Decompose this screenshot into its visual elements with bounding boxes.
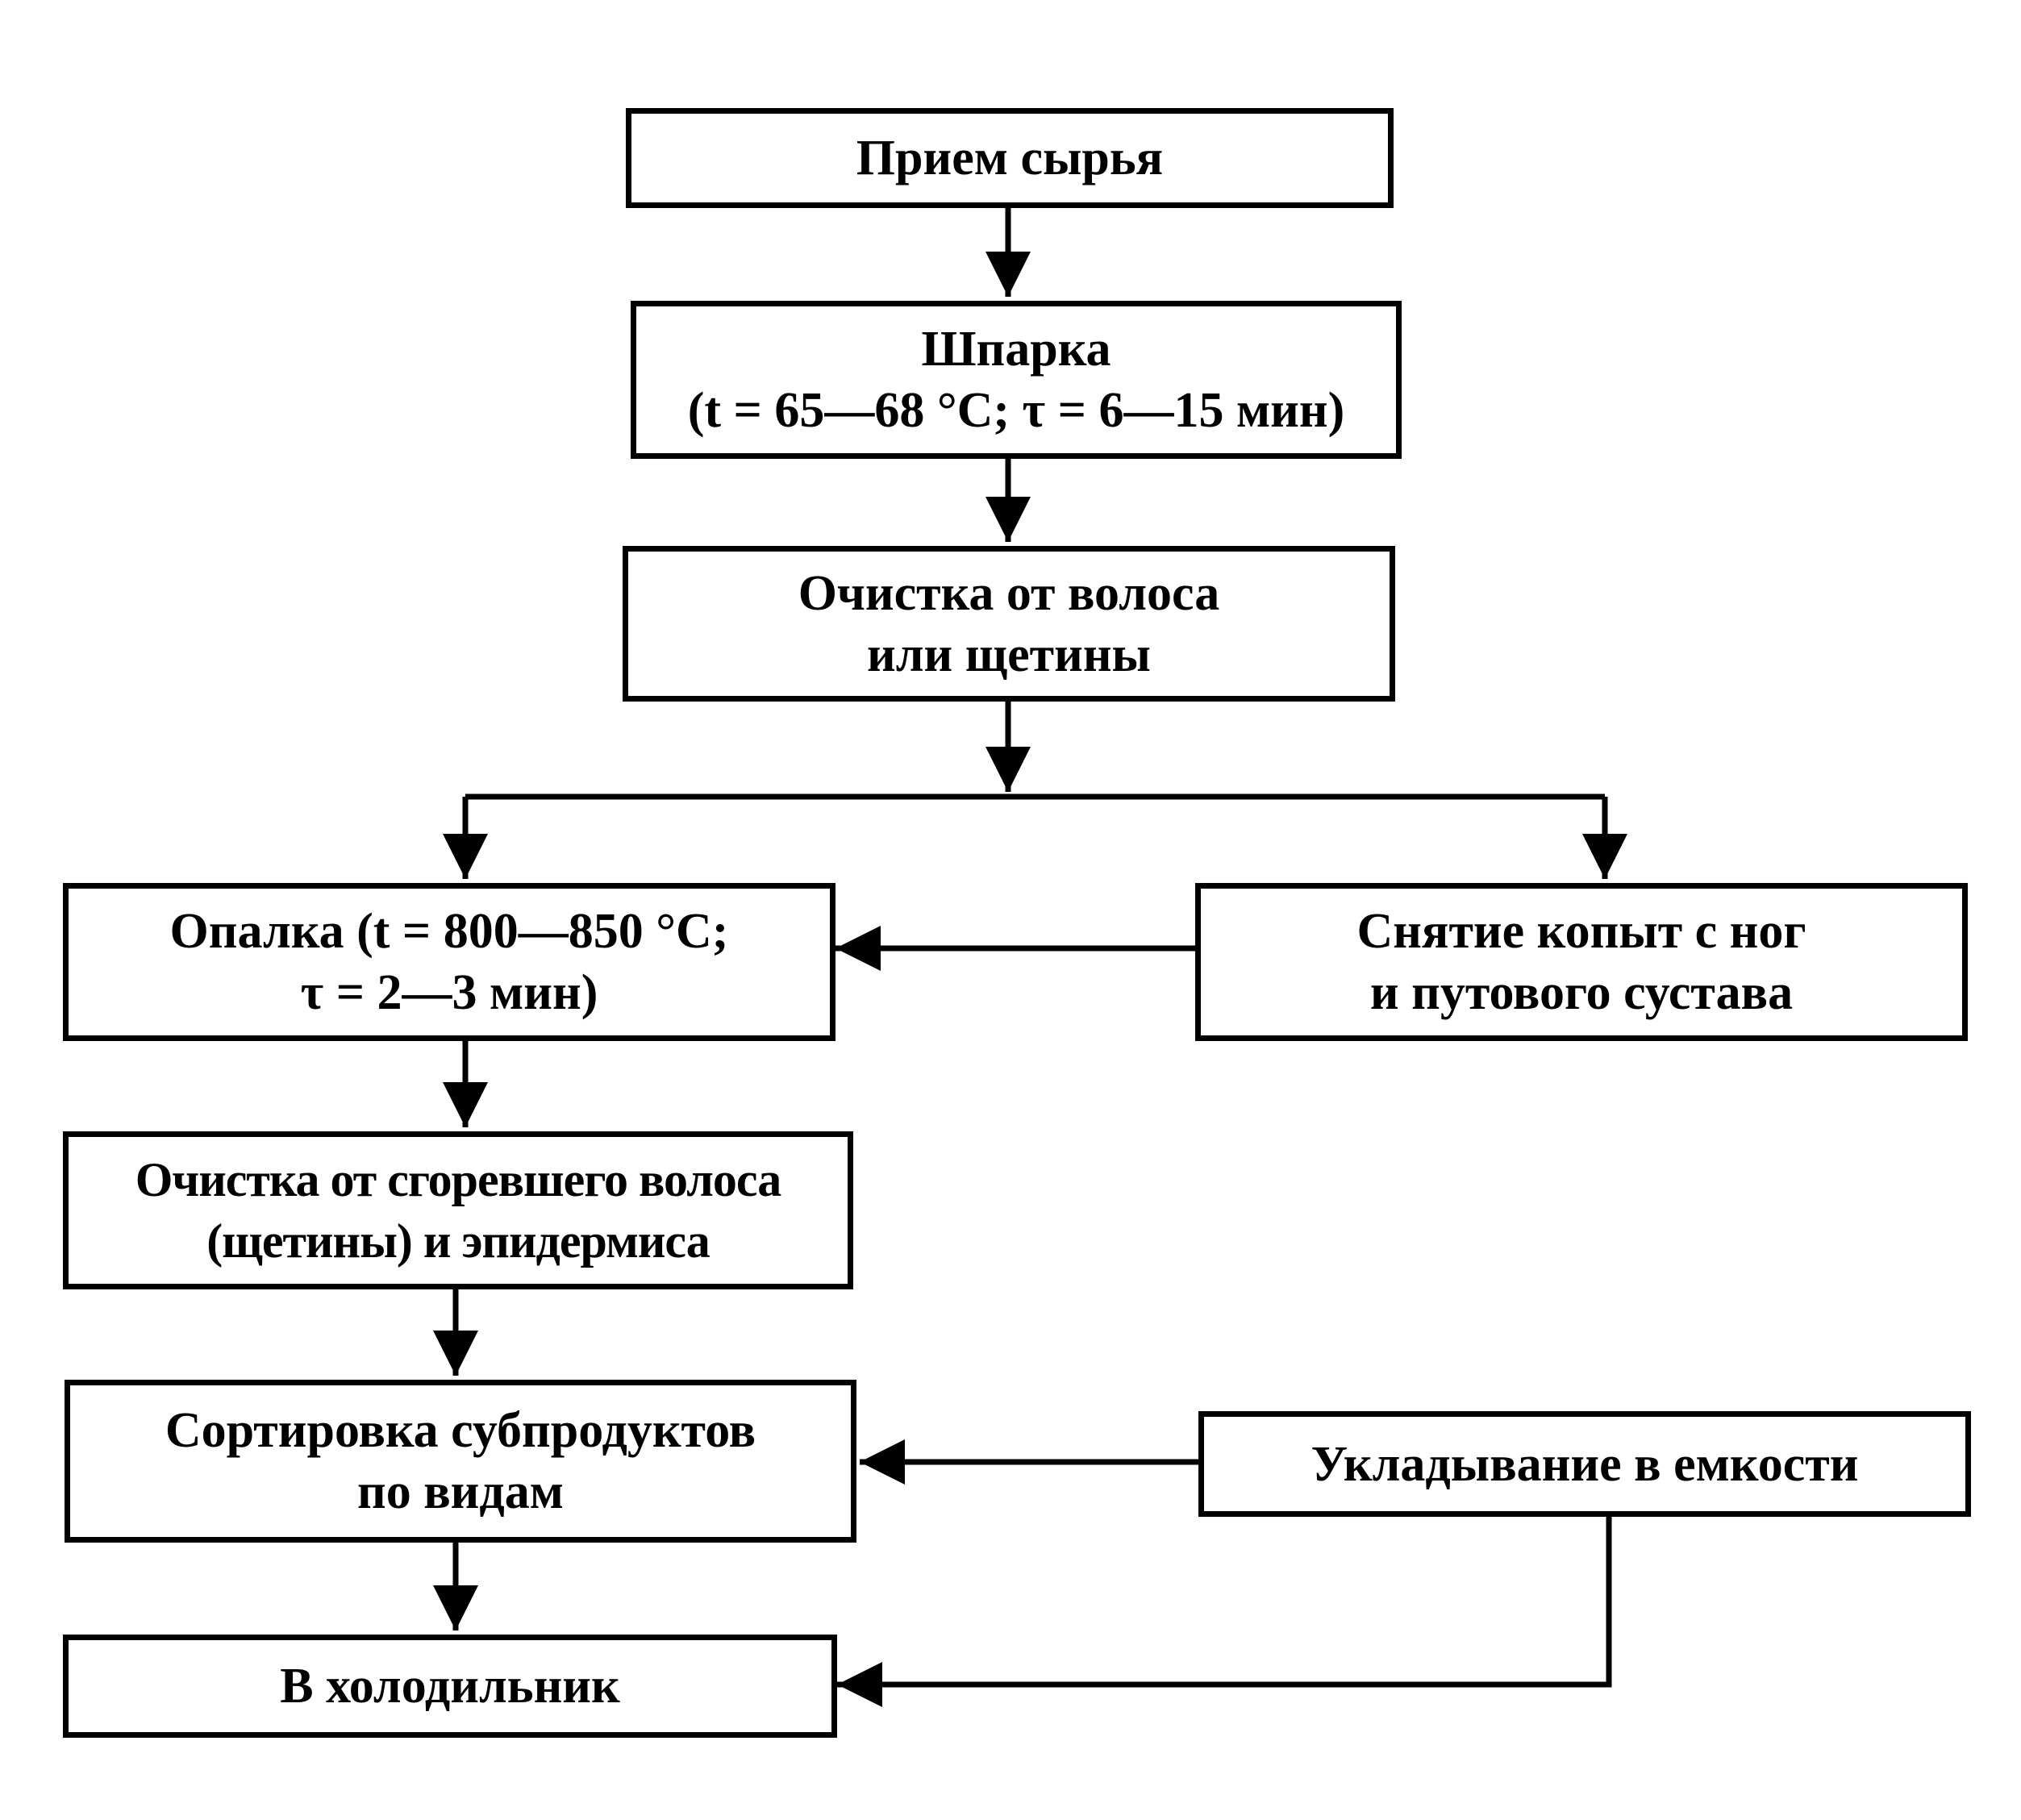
node-priem-syrya: Прием сырья: [626, 108, 1394, 208]
node-snyatie-kopyt-label: Снятие копыт с ног и путового сустава: [1356, 904, 1806, 1020]
node-v-holodilnik-label: В холодильник: [280, 1659, 620, 1714]
node-ochistka-ot-volosa: Очистка от волоса или щетины: [623, 546, 1395, 702]
node-sortirovka-label: Сортировка субпродуктов по видам: [165, 1403, 756, 1519]
node-sortirovka: Сортировка субпродуктов по видам: [65, 1380, 856, 1543]
node-shparka: Шпарка (t = 65—68 °С; τ = 6—15 мин): [631, 301, 1402, 459]
node-ukladyvanie: Укладывание в емкости: [1198, 1411, 1971, 1517]
node-ukladyvanie-label: Укладывание в емкости: [1311, 1436, 1859, 1492]
node-priem-syrya-label: Прием сырья: [856, 131, 1164, 185]
node-opalka: Опалка (t = 800—850 °С; τ = 2—3 мин): [63, 883, 835, 1041]
node-shparka-label: Шпарка (t = 65—68 °С; τ = 6—15 мин): [687, 322, 1345, 438]
node-v-holodilnik: В холодильник: [63, 1635, 837, 1738]
node-ochistka-ot-sgorevshego-label: Очистка от сгоревшего волоса (щетины) и …: [135, 1153, 782, 1268]
node-ochistka-ot-sgorevshego: Очистка от сгоревшего волоса (щетины) и …: [63, 1131, 853, 1289]
node-snyatie-kopyt: Снятие копыт с ног и путового сустава: [1195, 883, 1968, 1041]
node-ochistka-ot-volosa-label: Очистка от волоса или щетины: [798, 565, 1220, 682]
edge-ukladyvanie-holodilnik: [837, 1514, 1612, 1707]
node-opalka-label: Опалка (t = 800—850 °С; τ = 2—3 мин): [169, 904, 729, 1020]
